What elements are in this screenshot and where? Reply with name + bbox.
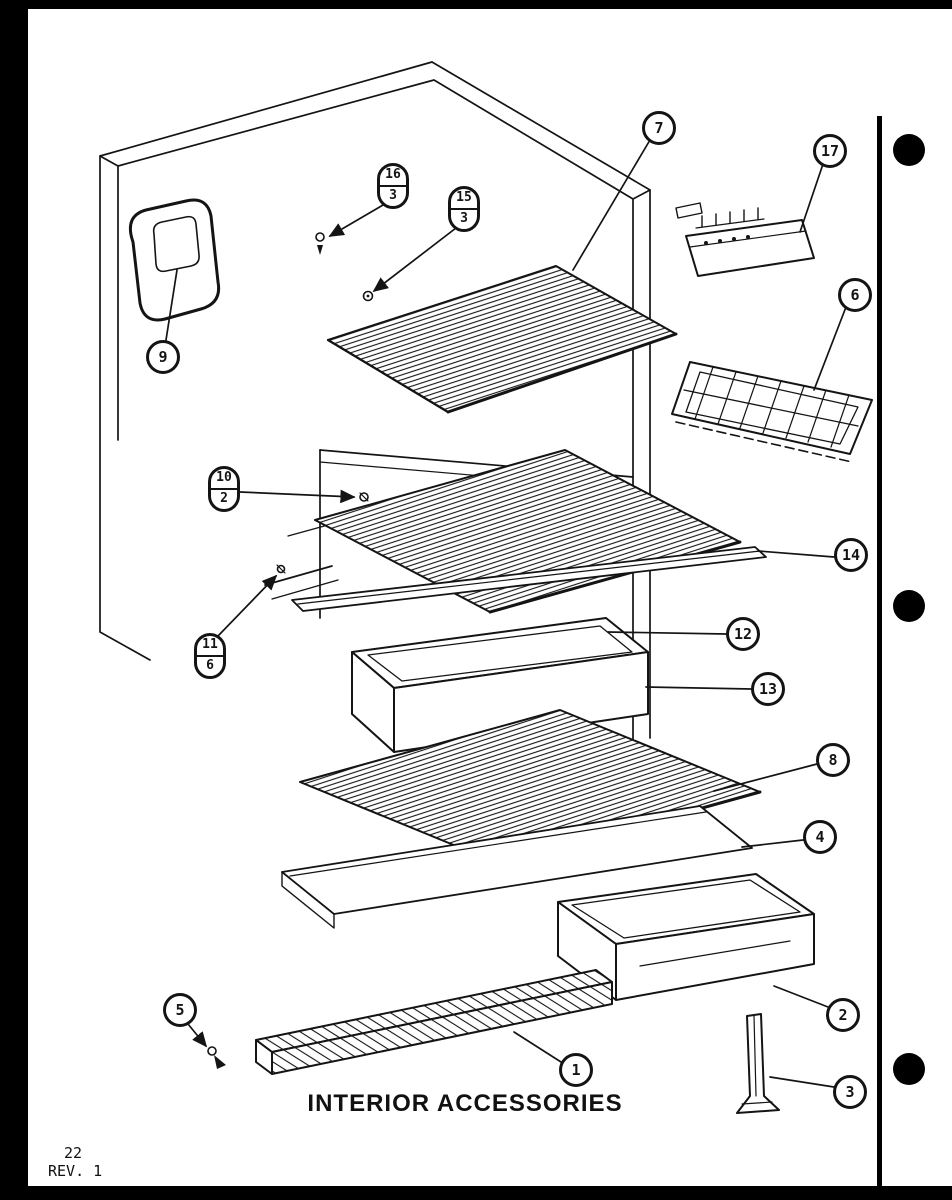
callout-label: 9: [158, 348, 168, 366]
callout-label: 1: [571, 1061, 581, 1079]
callout-12: 12: [726, 617, 760, 651]
callout-14: 14: [834, 538, 868, 572]
punch-hole-mark: [893, 134, 925, 166]
handle-end-cap: [128, 198, 221, 322]
callout-label-bottom: 3: [460, 211, 468, 226]
callout-17: 17: [813, 134, 847, 168]
frame-top-bar: [0, 0, 952, 9]
callout-6: 6: [838, 278, 872, 312]
callout-3: 3: [833, 1075, 867, 1109]
frame-bottom-bar: [0, 1186, 952, 1200]
callout-label-top: 11: [197, 636, 223, 657]
callout-16-3: 16 3: [377, 163, 409, 209]
callout-label: 12: [733, 625, 753, 643]
shelf-frame: [291, 546, 767, 612]
callout-label: 2: [838, 1006, 848, 1024]
chiller-pan: [281, 805, 753, 929]
callout-15-3: 15 3: [448, 186, 480, 232]
callout-label-top: 10: [211, 469, 237, 490]
callout-label: 7: [654, 119, 664, 137]
callout-label: 13: [758, 680, 778, 698]
callout-8: 8: [816, 743, 850, 777]
callout-label: 3: [845, 1083, 855, 1101]
callout-label-bottom: 3: [389, 188, 397, 203]
callout-label: 14: [841, 546, 861, 564]
callout-label-bottom: 2: [220, 491, 228, 506]
callout-label-bottom: 6: [206, 658, 214, 673]
crisper-drawer: [351, 617, 649, 753]
page-number: 22: [64, 1144, 83, 1162]
wire-shelf-top: [326, 265, 678, 414]
callout-13: 13: [751, 672, 785, 706]
frame-left-bar: [0, 0, 28, 1200]
callout-11-6: 11 6: [194, 633, 226, 679]
callout-4: 4: [803, 820, 837, 854]
callout-5: 5: [163, 993, 197, 1027]
callout-1: 1: [559, 1053, 593, 1087]
refrigerator-cabinet: [99, 61, 651, 741]
callout-label-top: 16: [380, 166, 406, 187]
callout-label-top: 15: [451, 189, 477, 210]
leader-lines: [165, 139, 847, 1088]
callout-label: 5: [175, 1001, 185, 1019]
figure-title: INTERIOR ACCESSORIES: [307, 1090, 623, 1117]
callout-label: 6: [850, 286, 860, 304]
screws: [207, 232, 374, 1069]
callout-7: 7: [642, 111, 676, 145]
punch-hole-mark: [893, 590, 925, 622]
frame-right-rule: [877, 116, 882, 1186]
callout-2: 2: [826, 998, 860, 1032]
callout-label: 17: [820, 142, 840, 160]
callout-label: 8: [828, 751, 838, 769]
front-trim-rail: [255, 969, 613, 1075]
callout-label: 4: [815, 828, 825, 846]
revision-label: REV. 1: [48, 1162, 103, 1180]
callout-9: 9: [146, 340, 180, 374]
storage-drawer: [557, 873, 815, 1001]
wire-shelf-middle: [314, 449, 742, 614]
punch-hole-mark: [893, 1053, 925, 1085]
ice-maker: [675, 202, 815, 277]
ice-cube-tray: [671, 361, 873, 463]
support-leg: [736, 1013, 780, 1114]
callout-10-2: 10 2: [208, 466, 240, 512]
